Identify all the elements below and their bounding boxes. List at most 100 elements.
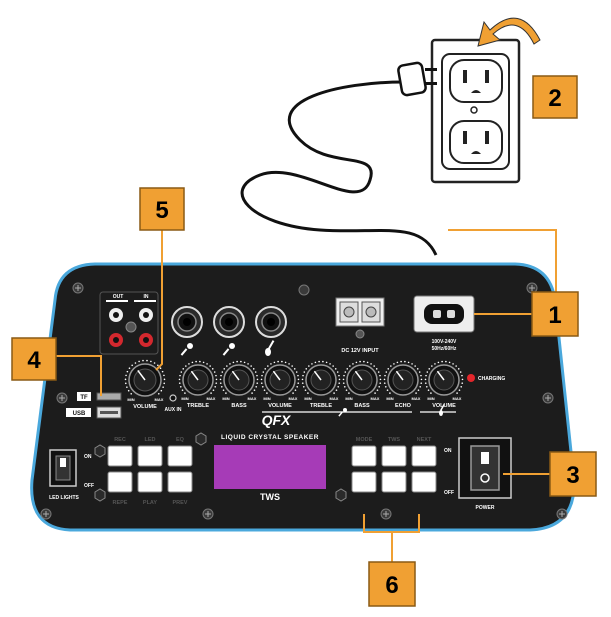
mic-jack-2[interactable]: [213, 306, 245, 338]
plug: [397, 61, 437, 97]
charging-led: [467, 374, 475, 382]
left-button-top-label: REC: [114, 437, 126, 443]
brand-tagline: LIQUID CRYSTAL SPEAKER: [221, 434, 319, 441]
svg-text:2: 2: [548, 85, 561, 112]
knob-label: VOLUME: [432, 403, 456, 409]
callout-1: 1: [531, 291, 579, 337]
ac-power-inlet[interactable]: [413, 295, 475, 333]
knob-label: BASS: [231, 403, 247, 409]
knob-3[interactable]: [219, 360, 259, 396]
power-cord: [240, 61, 438, 256]
right-button-6[interactable]: [411, 471, 437, 493]
right-button-2[interactable]: [381, 445, 407, 467]
knob-1[interactable]: [124, 359, 166, 397]
left-button-6[interactable]: [167, 471, 193, 493]
dc-input-label: DC 12V INPUT: [341, 348, 379, 354]
callout-leader-lines: [56, 228, 557, 562]
aux-in-label: AUX IN: [165, 407, 182, 413]
knob-min-label: MIN: [427, 396, 434, 401]
left-button-bottom-label: PLAY: [143, 500, 157, 506]
guitar-icon: [439, 403, 445, 416]
left-button-3[interactable]: [167, 445, 193, 467]
power-switch-on: ON: [444, 448, 452, 454]
knob-min-label: MIN: [127, 397, 134, 402]
mic-icon: [180, 343, 193, 356]
knob-max-label: MAX: [248, 396, 257, 401]
dc-input[interactable]: [335, 297, 385, 339]
knob-label: VOLUME: [268, 403, 292, 409]
tf-icon: [77, 392, 91, 401]
left-button-top-label: LED: [145, 437, 156, 443]
knob-label: BASS: [354, 403, 370, 409]
power-switch-label: POWER: [476, 505, 495, 511]
knob-max-label: MAX: [453, 396, 462, 401]
outlet-socket-bottom: [449, 120, 503, 164]
power-switch-off: OFF: [444, 490, 454, 496]
knob-min-label: MIN: [222, 396, 229, 401]
knob-max-label: MAX: [207, 396, 216, 401]
right-button-grid: MODE TWS NEXT: [351, 437, 437, 493]
brand-logo: QFX: [262, 412, 292, 428]
callout-4: 4: [11, 337, 57, 381]
left-button-4[interactable]: [107, 471, 133, 493]
usb-label: USB: [73, 411, 86, 417]
hex-nuts: [94, 432, 347, 502]
knob-min-label: MIN: [181, 396, 188, 401]
knob-4[interactable]: [260, 360, 300, 396]
led-lights-switch[interactable]: [49, 449, 77, 487]
right-button-4[interactable]: [351, 471, 377, 493]
right-button-1[interactable]: [351, 445, 377, 467]
svg-text:4: 4: [27, 347, 41, 374]
outlet-socket-top: [449, 59, 503, 103]
tf-card-slot[interactable]: [96, 392, 122, 401]
knob-label: ECHO: [395, 403, 412, 409]
tws-logo: TWS: [260, 492, 280, 502]
guitar-icon: [265, 340, 275, 356]
ac-rating-line1: 100V-240V: [432, 339, 457, 345]
knob-8[interactable]: [424, 360, 464, 396]
knob-max-label: MAX: [155, 397, 164, 402]
guitar-jack[interactable]: [255, 306, 287, 338]
tf-usb-ports: TF USB: [66, 392, 122, 419]
right-button-top-label: MODE: [356, 437, 373, 443]
knob-min-label: MIN: [386, 396, 393, 401]
knob-min-label: MIN: [345, 396, 352, 401]
left-button-1[interactable]: [107, 445, 133, 467]
rca-jacks: OUT IN: [99, 291, 159, 355]
rca-out-label: OUT: [113, 294, 124, 300]
mic-icon: [338, 408, 347, 417]
left-button-2[interactable]: [137, 445, 163, 467]
mic-jack-1[interactable]: [171, 306, 203, 338]
knob-7[interactable]: [383, 360, 423, 396]
ac-rating-line2: 50Hz/60Hz: [432, 346, 457, 352]
lcd-area: QFX LIQUID CRYSTAL SPEAKER TWS: [214, 412, 326, 502]
power-switch[interactable]: [458, 437, 512, 499]
led-switch-on: ON: [84, 454, 92, 460]
rca-in-label: IN: [144, 294, 149, 300]
svg-text:3: 3: [566, 462, 579, 489]
right-button-top-label: NEXT: [417, 437, 432, 443]
callout-2: 2: [532, 75, 578, 119]
mic-guitar-jacks: [171, 306, 287, 356]
knob-max-label: MAX: [330, 396, 339, 401]
outlet-screw: [470, 106, 478, 114]
left-button-bottom-label: REPE: [113, 500, 128, 506]
right-button-3[interactable]: [411, 445, 437, 467]
knob-5[interactable]: [301, 360, 341, 396]
knob-2[interactable]: [178, 360, 218, 396]
aux-in-jack[interactable]: [169, 394, 177, 402]
mic-icon: [222, 343, 235, 356]
left-button-grid: REC LED EQ REPE PLAY PREV: [107, 437, 193, 506]
plug-in-arrow: [477, 17, 541, 47]
left-button-top-label: EQ: [176, 437, 185, 443]
knob-6[interactable]: [342, 360, 382, 396]
left-button-5[interactable]: [137, 471, 163, 493]
right-button-top-label: TWS: [388, 437, 401, 443]
knob-max-label: MAX: [289, 396, 298, 401]
knob-max-label: MAX: [371, 396, 380, 401]
right-button-5[interactable]: [381, 471, 407, 493]
knob-label: TREBLE: [310, 403, 332, 409]
left-button-bottom-label: PREV: [173, 500, 188, 506]
